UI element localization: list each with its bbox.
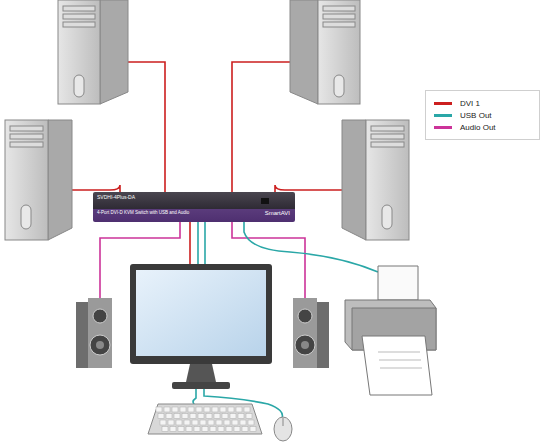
legend-row: DVI 1: [434, 97, 531, 109]
legend-text: DVI 1: [460, 99, 480, 108]
legend-row: USB Out: [434, 109, 531, 121]
mouse: [274, 417, 292, 441]
legend-text: USB Out: [460, 111, 492, 120]
computer-tower: [290, 0, 360, 104]
cables: [48, 62, 378, 418]
kvm-switch: SVDHI-4Plus-DA 4-Port DVI-D KVM Switch wi…: [93, 192, 295, 222]
legend: DVI 1 USB OutAudio Out: [425, 90, 540, 140]
product-description: 4-Port DVI-D KVM Switch with USB and Aud…: [97, 211, 189, 216]
computer-tower: [58, 0, 128, 104]
speaker: [293, 298, 329, 368]
legend-swatch: [434, 126, 452, 129]
legend-text: Audio Out: [460, 123, 496, 132]
model-name: SVDHI-4Plus-DA: [97, 195, 135, 200]
front-port: [261, 198, 269, 204]
keyboard: [148, 404, 262, 434]
monitor: [130, 264, 272, 389]
printer: [345, 266, 436, 395]
brand-logo: SmartAVI: [265, 210, 290, 216]
computer-tower: [342, 120, 409, 240]
speaker: [76, 298, 112, 368]
legend-row: Audio Out: [434, 121, 531, 133]
legend-swatch: [434, 114, 452, 117]
computer-tower: [5, 120, 72, 240]
legend-swatch: [434, 102, 452, 105]
